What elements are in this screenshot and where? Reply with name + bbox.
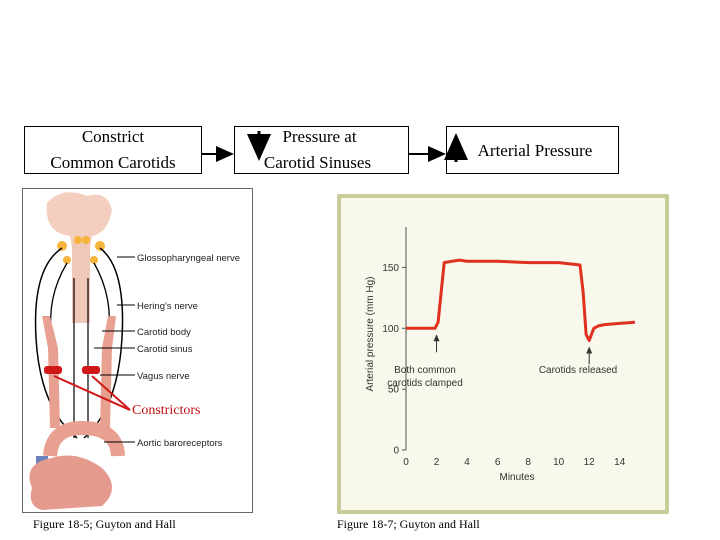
flow-arrows (202, 131, 468, 162)
y-axis-label: Arterial pressure (mm Hg) (365, 276, 376, 391)
x-tick-label: 4 (464, 457, 470, 468)
annotation-arrowhead (433, 334, 440, 342)
x-tick-label: 0 (403, 457, 409, 468)
right-constrictor-shape (82, 366, 100, 374)
x-tick-label: 10 (553, 457, 565, 468)
box3-text: Arterial Pressure (477, 141, 593, 160)
box2-line1: Pressure at (282, 127, 357, 146)
chart-caption: Figure 18-7; Guyton and Hall (337, 517, 480, 531)
label-constrictors: Constrictors (132, 403, 200, 418)
box1-line1: Constrict (81, 127, 145, 146)
x-tick-label: 8 (525, 457, 531, 468)
pressure-chart: 0 50 100 150 0 2 4 6 8 10 12 14 Arterial pressure (… (337, 194, 669, 514)
x-tick-label: 6 (495, 457, 501, 468)
box1-line2: Common Carotids (50, 153, 176, 172)
flow-box-constrict (24, 126, 202, 174)
right-carotid-shape (100, 316, 116, 428)
flow-box-arterial (446, 126, 619, 174)
chart-panel (341, 198, 665, 510)
x-tick-label: 2 (434, 457, 440, 468)
y-tick-label: 50 (388, 385, 400, 396)
y-tick-label: 150 (382, 263, 399, 274)
x-axis-label: Minutes (499, 472, 534, 483)
pressure-trace (406, 258, 636, 342)
x-tick-label: 14 (614, 457, 626, 468)
label-aortic-baroreceptors: Aortic baroreceptors (137, 438, 223, 449)
anatomy-caption: Figure 18-5; Guyton and Hall (33, 517, 176, 531)
anatomy-figure: Glossopharyngeal nerve Hering's nerve Ca… (22, 188, 253, 513)
label-carotid-sinus: Carotid sinus (137, 344, 193, 355)
label-vagus-nerve: Vagus nerve (137, 371, 190, 382)
box2-line2: Carotid Sinuses (263, 153, 372, 172)
label-carotid-body: Carotid body (137, 327, 191, 338)
label-glossopharyngeal: Glossopharyngeal nerve (137, 253, 240, 264)
annotation-clamped-line1: Both common (394, 365, 456, 376)
left-constrictor-shape (44, 366, 62, 374)
brain-shape (46, 192, 113, 248)
label-herings-nerve: Hering's nerve (137, 301, 198, 312)
y-tick-label: 0 (393, 446, 399, 457)
annotation-clamped-line2: carotids clamped (387, 378, 463, 389)
annotation-arrowhead (586, 346, 593, 354)
y-tick-label: 100 (382, 324, 399, 335)
brainstem-shape (72, 243, 90, 323)
x-tick-label: 12 (584, 457, 596, 468)
heart-shape (29, 455, 112, 510)
annotation-released: Carotids released (539, 365, 617, 376)
